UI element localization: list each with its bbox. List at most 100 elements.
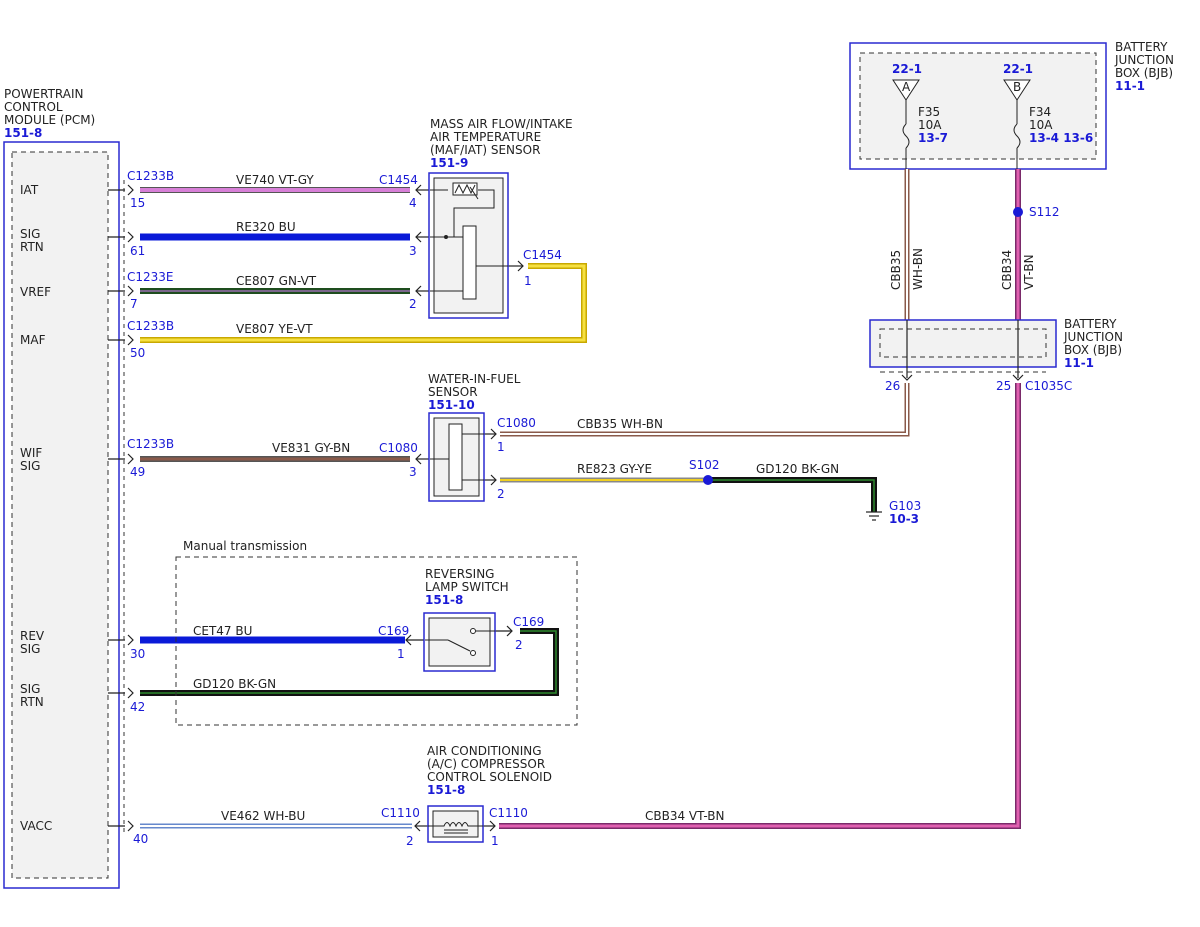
bjb-mid-title-3: BOX (BJB) [1064,343,1122,357]
pcm-pin-vref: VREF [20,285,51,299]
cbb34-vert-label-a: CBB34 [1000,250,1014,290]
wire-wif: C1233B 49 VE831 GY-BN C1080 3 [127,437,418,479]
wire-revrtn-label: GD120 BK-GN [193,677,276,691]
wire-maf-right-conn: C1454 [523,248,562,262]
wire-cbb34-vertical: S112 CBB34 VT-BN [1000,148,1060,320]
fuse-a-letter: A [902,80,911,94]
wire-sigrtn-right-pin: 3 [409,244,417,258]
wire-revrtn-left-pin: 42 [130,700,145,714]
wire-iat-label: VE740 VT-GY [236,173,314,187]
pcm-title-3: MODULE (PCM) [4,113,95,127]
wif-pwr-conn: C1080 [497,416,536,430]
bjb-mid-title-1: BATTERY [1064,317,1117,331]
pcm-pin-rtn-1: RTN [20,240,44,254]
wire-rev-out-pin: 2 [515,638,523,652]
bjb-mid-title-2: JUNCTION [1063,330,1123,344]
bjb-mid-inner [879,328,1047,358]
rev-title-1: REVERSING [425,567,494,581]
fuse-a-ref: 22-1 [892,62,922,76]
fuse-a-rating: 10A [918,118,942,132]
wire-wif-label: VE831 GY-BN [272,441,350,455]
pcm-pin-iat: IAT [20,183,39,197]
wif-title-2: SENSOR [428,385,478,399]
bjb-top-title-1: BATTERY [1115,40,1168,54]
wire-wif-ground: S102 RE823 GY-YE GD120 BK-GN G103 10-3 [500,458,921,526]
wire-vref-label: CE807 GN-VT [236,274,317,288]
wire-cbb35-vertical: CBB35 WH-BN [889,148,925,320]
bjb-mid-conn: C1035C [1025,379,1072,393]
solenoid-coil-icon [428,822,483,834]
wire-vacc-right-pin: 2 [406,834,414,848]
pcm-pin-rev-sig: SIG [20,642,40,656]
bjb-top-inner [859,52,1097,160]
maf-ref: 151-9 [430,156,468,170]
maf-title-1: MASS AIR FLOW/INTAKE [430,117,573,131]
wif-title-1: WATER-IN-FUEL [428,372,521,386]
wire-wif-left-pin: 49 [130,465,145,479]
cbb35-vert-label-a: CBB35 [889,250,903,290]
wire-vacc-label: VE462 WH-BU [221,809,305,823]
splice-s112-dot [1013,207,1023,217]
ac-out-pin: 1 [491,834,499,848]
sensor-pin-chevrons [405,184,524,832]
cbb35-vert-label-b: WH-BN [911,248,925,290]
bjb-top-title-2: JUNCTION [1114,53,1174,67]
thermistor-zigzag [454,183,476,195]
fuse-b-name: F34 [1029,105,1051,119]
bjb-mid-pin-26: 26 [885,379,900,393]
maf-title-2: AIR TEMPERATURE [430,130,541,144]
switch-icon [425,628,495,656]
wire-vref-left-pin: 7 [130,297,138,311]
pcm-pin-wif-sig: SIG [20,459,40,473]
pcm-ref: 151-8 [4,126,42,140]
wire-maf: C1233B 50 VE807 YE-VT C1454 1 [127,248,587,360]
fuse-b-ref: 22-1 [1003,62,1033,76]
wire-rev-label: CET47 BU [193,624,252,638]
splice-s102-dot [703,475,713,485]
pcm-pin-chevrons [127,184,134,832]
fuse-a-name: F35 [918,105,940,119]
reversing-lamp-switch: REVERSING LAMP SWITCH 151-8 [423,567,509,672]
wire-cbb34: CBB34 VT-BN [499,383,1021,829]
wire-vacc-right-conn: C1110 [381,806,420,820]
wire-iat: C1233B 15 VE740 VT-GY C1454 4 [127,169,418,210]
wif-element [448,423,463,491]
wire-vref-left-conn: C1233E [127,270,174,284]
wire-iat-right-conn: C1454 [379,173,418,187]
wif-ref: 151-10 [428,398,475,412]
pcm-module: POWERTRAIN CONTROL MODULE (PCM) 151-8 IA… [3,87,134,889]
wire-maf-left-conn: C1233B [127,319,174,333]
pcm-pin-vacc: VACC [20,819,52,833]
wire-re823-label: RE823 GY-YE [577,462,652,476]
wire-iat-left-conn: C1233B [127,169,174,183]
wire-vref-right-pin: 2 [409,297,417,311]
maf-iat-sensor: MASS AIR FLOW/INTAKE AIR TEMPERATURE (MA… [428,117,573,319]
fuse-a-icon [902,123,910,149]
rev-inner [428,617,491,667]
ac-compressor-solenoid: AIR CONDITIONING (A/C) COMPRESSOR CONTRO… [427,744,552,848]
wire-rev-left-pin: 30 [130,647,145,661]
wire-rev-right-conn: C169 [378,624,409,638]
wire-iat-right-pin: 4 [409,196,417,210]
wire-cbb34-label: CBB34 VT-BN [645,809,724,823]
pcm-pin-sig-2: SIG [20,682,40,696]
wire-rev-out-conn: C169 [513,615,544,629]
wif-pwr-pin: 1 [497,440,505,454]
wire-rev-rtn: 42 GD120 BK-GN C169 2 [130,615,559,714]
splice-s102-label: S102 [689,458,720,472]
fuse-b-letter: B [1013,80,1021,94]
bjb-top-title-3: BOX (BJB) [1115,66,1173,80]
fuse-b-rating: 10A [1029,118,1053,132]
manual-transmission-group: Manual transmission [175,539,578,726]
ac-title-3: CONTROL SOLENOID [427,770,552,784]
bjb-top-ref: 11-1 [1115,79,1145,93]
wire-wif-right-conn: C1080 [379,441,418,455]
wire-maf-label: VE807 YE-VT [236,322,313,336]
cbb34-vert-label-b: VT-BN [1022,254,1036,290]
fuse-b-triangle-icon [1003,79,1031,101]
rev-title-2: LAMP SWITCH [425,580,509,594]
wire-maf-left-pin: 50 [130,346,145,360]
pcm-title-1: POWERTRAIN [4,87,84,101]
bjb-mid-outline [869,319,1057,368]
pcm-pin-rev: REV [20,629,45,643]
